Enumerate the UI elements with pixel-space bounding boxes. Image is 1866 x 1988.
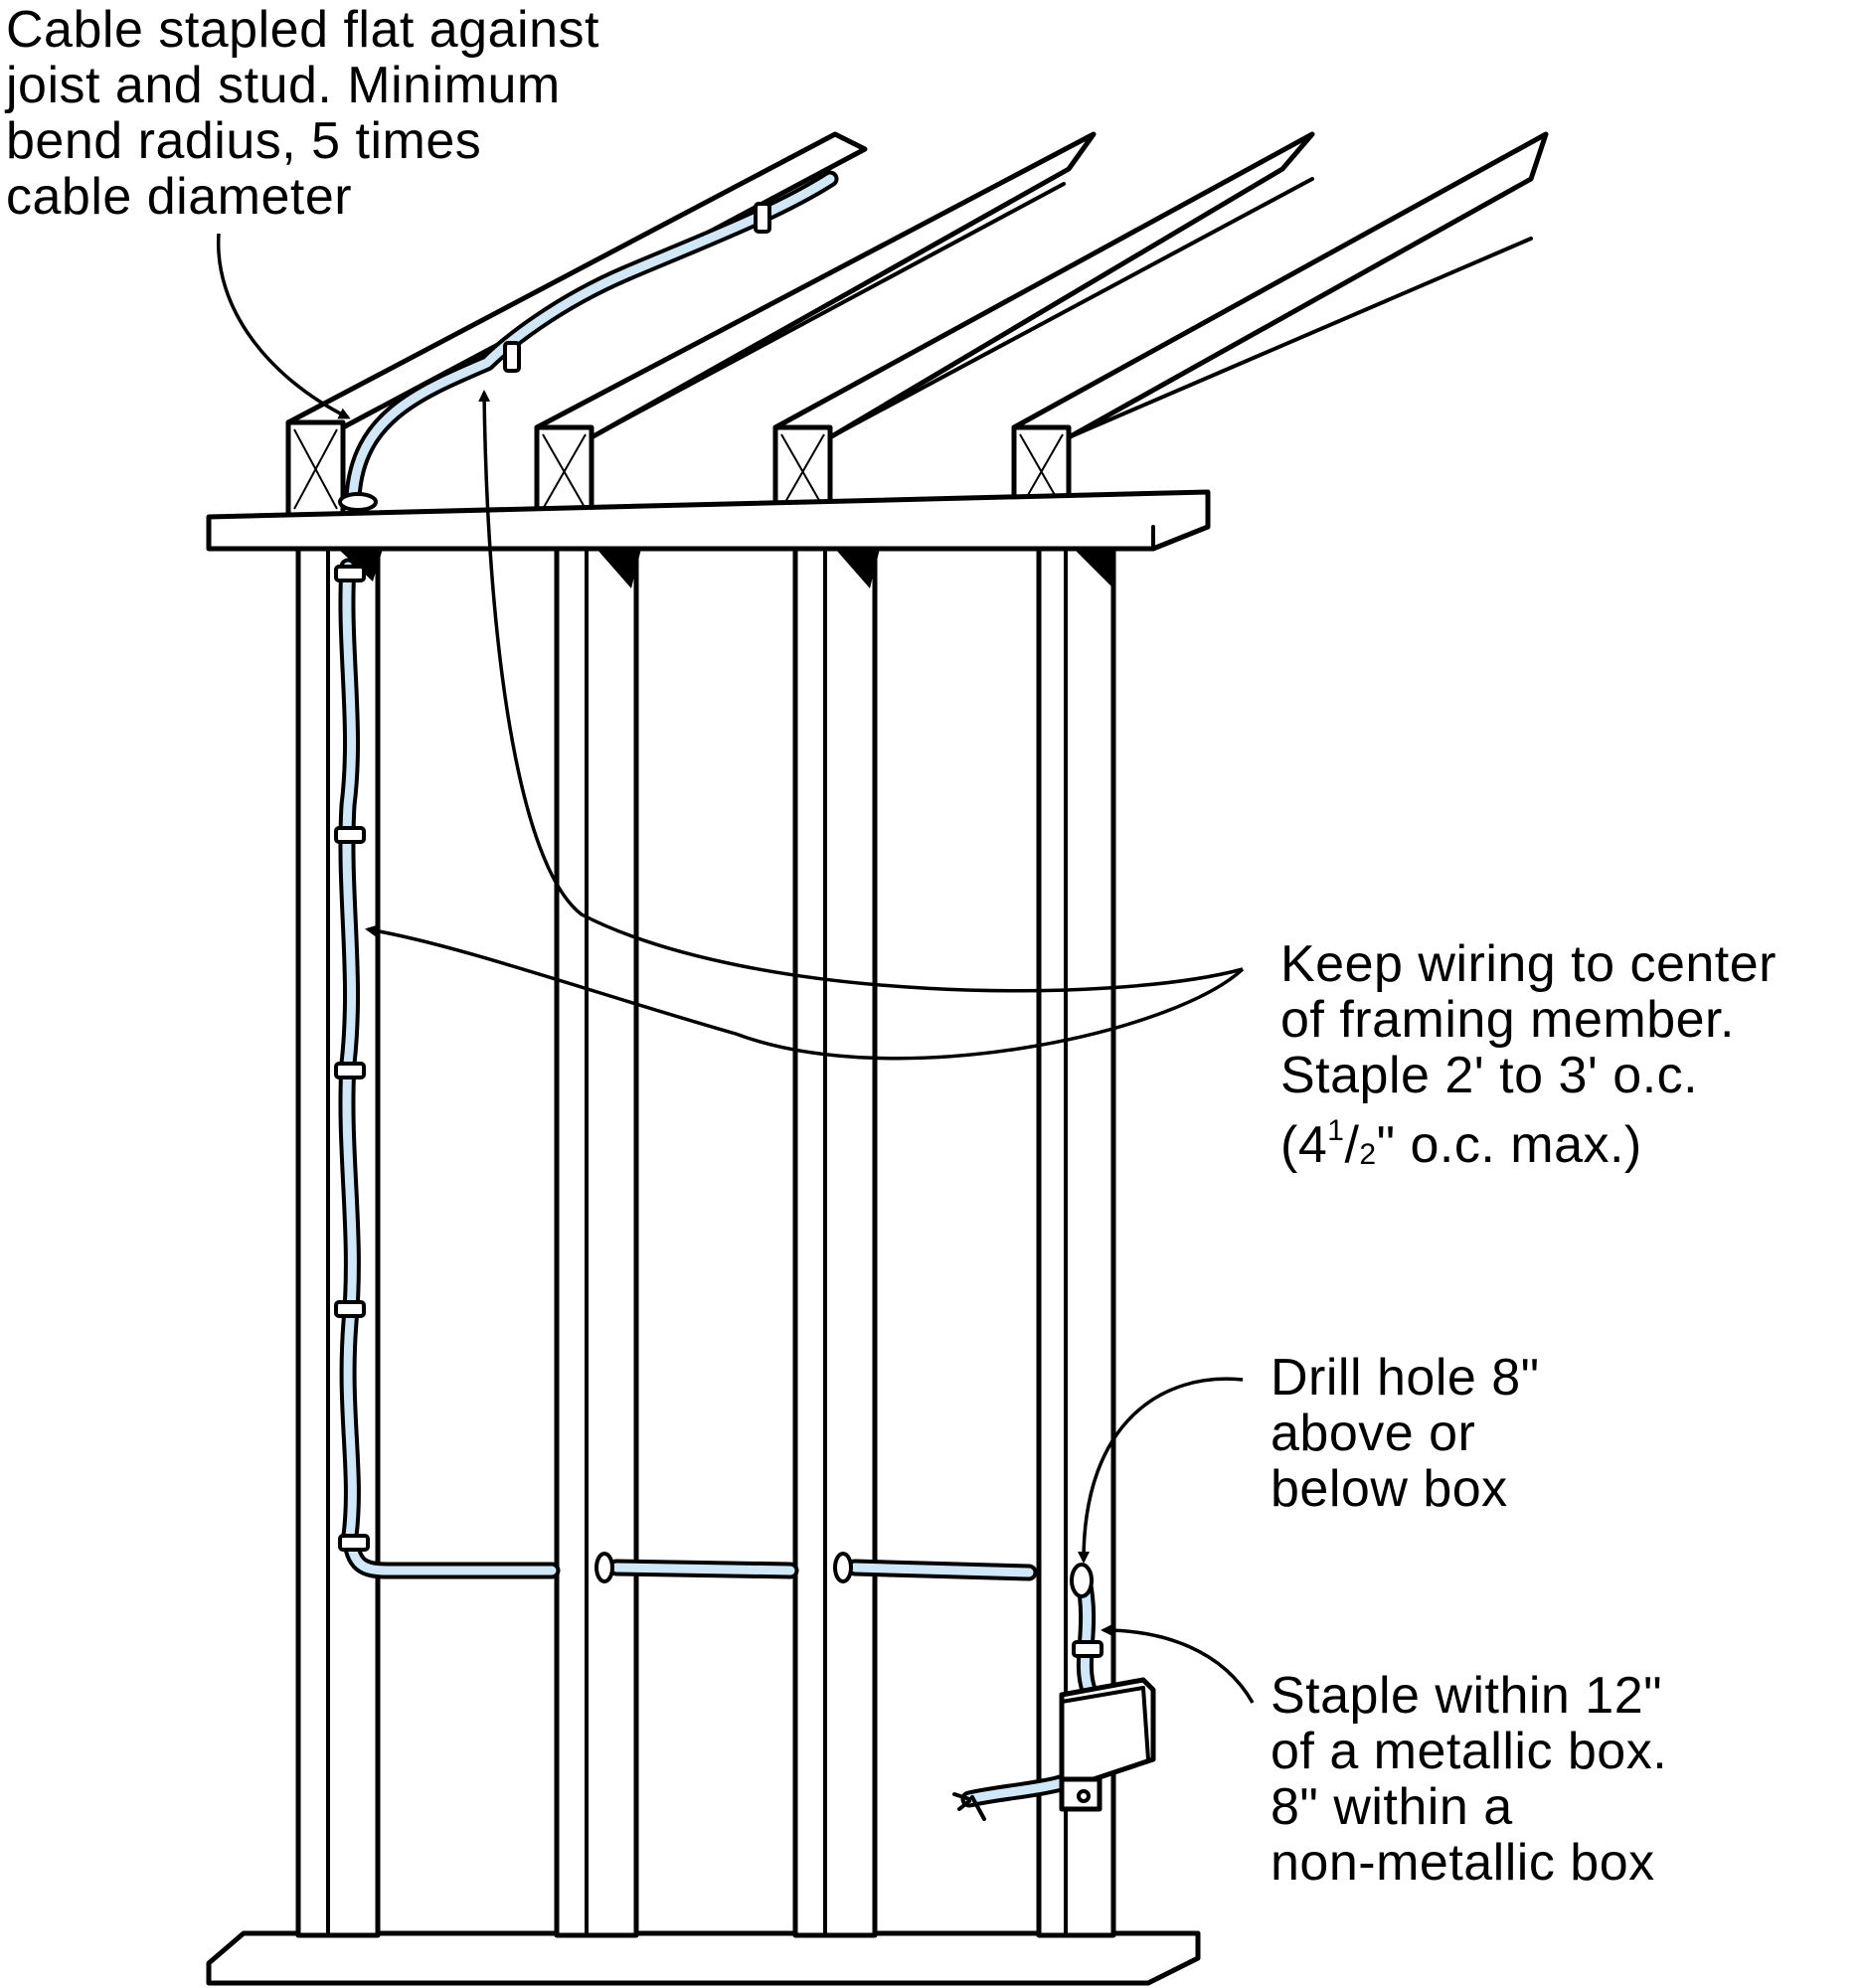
callout-staple-within-line-2: of a metallic box.: [1271, 1723, 1668, 1780]
callout-cable-stapled-line-2: joist and stud. Minimum: [6, 57, 561, 114]
callout-drill-hole-line-2: above or: [1271, 1405, 1476, 1462]
max-prefix: (4: [1280, 1116, 1328, 1174]
studs: [295, 546, 1116, 1938]
callout-staple-within: Staple within 12" of a metallic box. 8" …: [1271, 1668, 1667, 1891]
callout-keep-wiring-line-2: of framing member.: [1280, 991, 1735, 1049]
callout-cable-stapled-line-3: bend radius, 5 times: [6, 112, 482, 170]
ceiling-joists: [285, 131, 1549, 520]
wire-ends: [952, 1792, 986, 1821]
joist-4: [1011, 131, 1549, 520]
callout-keep-wiring-line-1: Keep wiring to center: [1280, 935, 1777, 993]
callout-drill-hole-line-1: Drill hole 8": [1271, 1349, 1540, 1407]
max-sup: 1: [1327, 1114, 1345, 1147]
max-sub: 2: [1359, 1138, 1377, 1171]
max-suffix: " o.c. max.): [1376, 1116, 1642, 1174]
stud-2: [554, 546, 641, 1938]
max-slash: /: [1344, 1116, 1360, 1174]
callout-cable-stapled: Cable stapled flat against joist and stu…: [6, 2, 599, 225]
callout-cable-stapled-line-4: cable diameter: [6, 168, 353, 226]
staples: [334, 202, 1103, 1658]
joist-2: [534, 131, 1097, 520]
electrical-box: [1059, 1677, 1156, 1812]
callout-drill-hole-line-3: below box: [1271, 1460, 1508, 1518]
stud-1: [295, 546, 383, 1938]
joist-1: [285, 131, 868, 520]
stud-3: [792, 546, 880, 1938]
callout-cable-stapled-line-1: Cable stapled flat against: [6, 1, 599, 59]
callout-staple-within-line-4: non-metallic box: [1271, 1834, 1655, 1892]
callout-keep-wiring-line-3: Staple 2' to 3' o.c.: [1280, 1047, 1699, 1104]
callout-keep-wiring-line-4: (41/2" o.c. max.): [1280, 1103, 1777, 1183]
callout-staple-within-line-3: 8" within a: [1271, 1778, 1513, 1836]
bottom-plate: [206, 1930, 1201, 1986]
drill-holes: [338, 492, 1094, 1598]
top-plate: [206, 489, 1211, 552]
callout-staple-within-line-1: Staple within 12": [1271, 1667, 1663, 1725]
leader-lines: [217, 233, 1255, 1704]
callout-drill-hole: Drill hole 8" above or below box: [1271, 1350, 1540, 1517]
callout-keep-wiring: Keep wiring to center of framing member.…: [1280, 936, 1777, 1183]
